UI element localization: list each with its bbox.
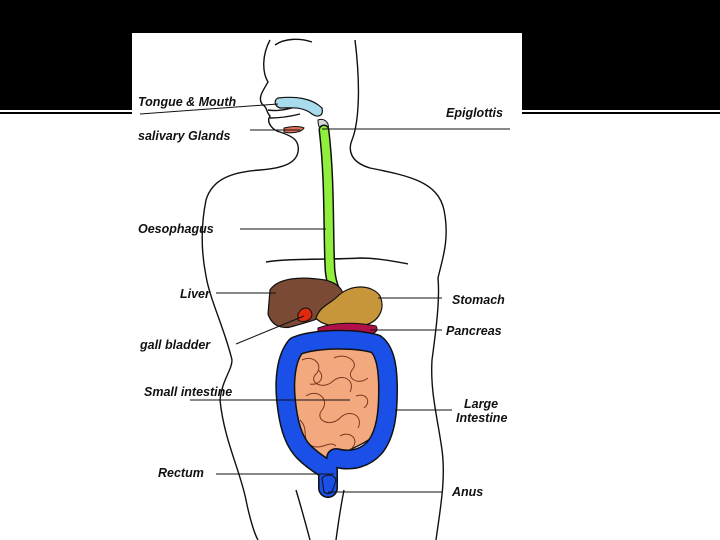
- label-pancreas: Pancreas: [446, 324, 502, 338]
- tongue-shape: [274, 96, 323, 117]
- label-anus: Anus: [451, 485, 483, 499]
- label-stomach: Stomach: [452, 293, 505, 307]
- label-tongue-mouth: Tongue & Mouth: [138, 95, 236, 109]
- gall-bladder-shape: [297, 307, 313, 323]
- label-liver: Liver: [180, 287, 211, 301]
- label-epiglottis: Epiglottis: [446, 106, 503, 120]
- label-gall-bladder: gall bladder: [139, 338, 211, 352]
- label-large-intestine-line1: Large: [464, 397, 498, 411]
- label-salivary-glands: salivary Glands: [138, 129, 230, 143]
- label-small-intestine: Small intestine: [144, 385, 232, 399]
- label-oesophagus: Oesophagus: [138, 222, 214, 236]
- leader-lines: [139, 103, 510, 493]
- label-rectum: Rectum: [158, 466, 204, 480]
- label-large-intestine-line2: Intestine: [456, 411, 507, 425]
